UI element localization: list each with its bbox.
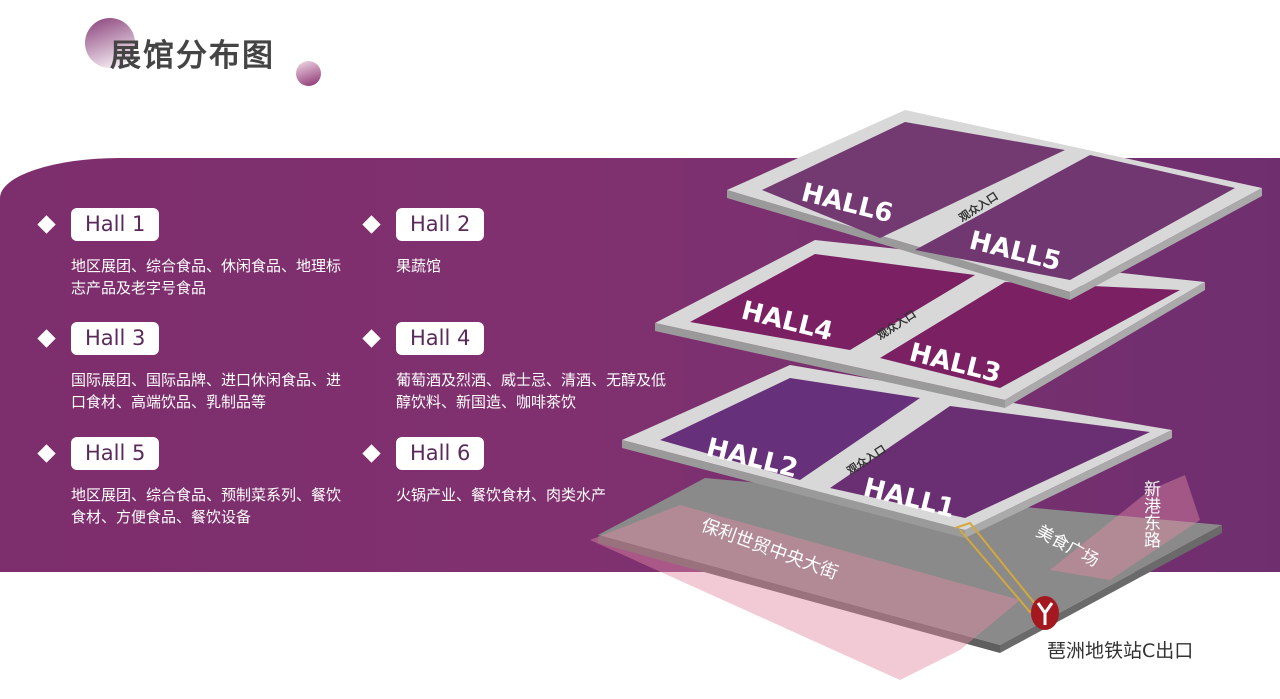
hall-label: Hall 5 xyxy=(71,437,160,470)
hall-desc: 地区展团、综合食品、休闲食品、地理标志产品及老字号食品 xyxy=(71,257,342,297)
floor-edge xyxy=(727,190,1070,300)
hall-desc: 国际展团、国际品牌、进口休闲食品、进口食材、高端饮品、乳制品等 xyxy=(71,371,342,411)
metro-icon-glyph xyxy=(1036,602,1054,625)
hall-desc: 火锅产业、餐饮食材、肉类水产 xyxy=(396,486,607,504)
hall-desc: 地区展团、综合食品、预制菜系列、餐饮食材、方便食品、餐饮设备 xyxy=(71,486,342,526)
floor-edge xyxy=(1005,282,1205,408)
hall-6-area xyxy=(762,122,1065,238)
hall-6-info: Hall 6 火锅产业、餐饮食材、肉类水产 xyxy=(362,437,676,506)
floor-edge xyxy=(965,430,1172,538)
hall-4-area xyxy=(690,254,975,350)
hall-desc: 果蔬馆 xyxy=(396,257,442,275)
floor-edge xyxy=(1070,188,1262,300)
hall-1-info: Hall 1 地区展团、综合食品、休闲食品、地理标志产品及老字号食品 xyxy=(37,208,351,299)
decor-circle xyxy=(85,18,135,68)
ground-edge xyxy=(598,535,1000,653)
hall-1-area xyxy=(830,406,1150,518)
floor-edge xyxy=(655,323,1005,408)
hall-label: Hall 3 xyxy=(71,322,160,355)
hall-label: Hall 4 xyxy=(396,322,485,355)
hall-3-area xyxy=(880,282,1180,388)
hall-2-area xyxy=(660,378,920,480)
floor-edge xyxy=(622,440,965,538)
hall-4-info: Hall 4 葡萄酒及烈酒、威士忌、清酒、无醇及低醇饮料、新国造、咖啡茶饮 xyxy=(362,322,676,413)
road-label: 新港东路 xyxy=(1140,480,1161,548)
page-title: 展馆分布图 xyxy=(110,38,275,74)
hall-5-info: Hall 5 地区展团、综合食品、预制菜系列、餐饮食材、方便食品、餐饮设备 xyxy=(37,437,351,528)
hall-3-info: Hall 3 国际展团、国际品牌、进口休闲食品、进口食材、高端饮品、乳制品等 xyxy=(37,322,351,413)
hall-label: Hall 6 xyxy=(396,437,485,470)
plaza-highlight xyxy=(1050,475,1200,580)
hall-label: Hall 1 xyxy=(71,208,160,241)
decor-circle-small xyxy=(296,61,321,86)
hall-label: Hall 2 xyxy=(396,208,485,241)
hall-5-area xyxy=(915,155,1235,280)
hall-2-info: Hall 2 果蔬馆 xyxy=(362,208,676,277)
street-highlight xyxy=(590,505,1020,680)
ground-plate xyxy=(598,478,1222,645)
metro-exit-label: 琶洲地铁站C出口 xyxy=(1047,640,1193,662)
hall-desc: 葡萄酒及烈酒、威士忌、清酒、无醇及低醇饮料、新国造、咖啡茶饮 xyxy=(396,371,667,411)
